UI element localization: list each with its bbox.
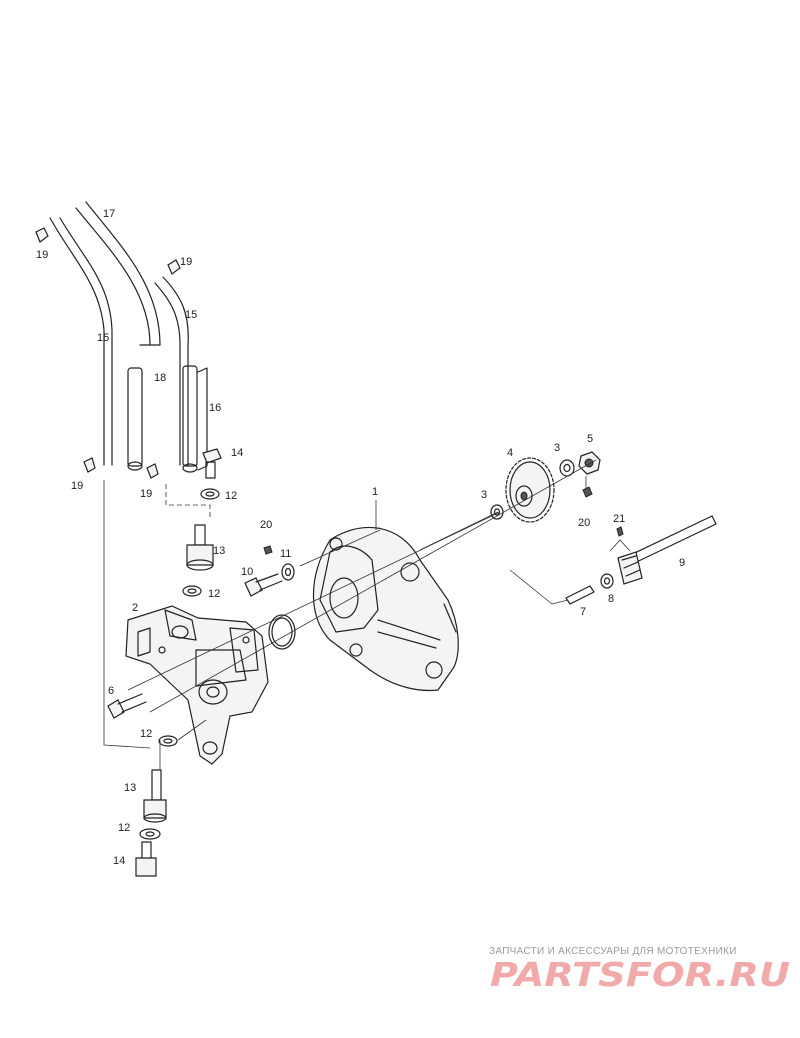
- label-12-d: 12: [118, 822, 130, 834]
- label-15-b: 15: [185, 309, 197, 321]
- shaft-9: [617, 515, 717, 585]
- label-6: 6: [108, 685, 114, 697]
- label-7: 7: [580, 606, 586, 618]
- washer-8: [600, 573, 614, 589]
- banjo-13-bottom: [143, 769, 167, 823]
- hose-18: [127, 367, 143, 471]
- label-20-b: 20: [578, 517, 590, 529]
- washer-11: [281, 563, 295, 581]
- callout-labels: 1 2 3 3 4 5 6 7 8 9 10 11 12 12 12 12 13…: [36, 208, 685, 867]
- banjo-13-top: [186, 524, 214, 571]
- label-13-a: 13: [213, 545, 225, 557]
- banjo-bolt-14-bottom: [135, 841, 157, 877]
- label-19-b: 19: [180, 256, 192, 268]
- gear-4: [505, 457, 555, 523]
- label-11: 11: [280, 548, 291, 560]
- watermark-logo: PARTSFOR.RU: [490, 956, 790, 992]
- label-12-c: 12: [140, 728, 152, 740]
- hose-15-left: [49, 217, 113, 466]
- washer-12-top: [200, 488, 220, 500]
- label-19-c: 19: [71, 480, 83, 492]
- banjo-bolt-14-top: [202, 448, 222, 479]
- label-8: 8: [608, 593, 614, 605]
- hose-clip-19-top-right: [167, 259, 181, 275]
- hose-15-right: [154, 276, 189, 466]
- washer-3-left: [490, 504, 504, 520]
- label-19-d: 19: [140, 488, 152, 500]
- hose-clip-19-bottom-mid: [146, 463, 159, 479]
- label-9: 9: [679, 557, 685, 569]
- hose-16: [182, 365, 208, 473]
- label-2: 2: [132, 602, 138, 614]
- label-14-a: 14: [231, 447, 243, 459]
- washer-12-mid: [182, 585, 202, 597]
- bolt-10: [244, 573, 283, 597]
- label-16: 16: [209, 402, 221, 414]
- label-12-a: 12: [225, 490, 237, 502]
- label-21: 21: [613, 513, 625, 525]
- nut-20-right: [582, 486, 593, 498]
- washer-12-bottom: [139, 828, 161, 840]
- label-5: 5: [587, 433, 593, 445]
- watermark-logo-text: PARTSFOR.RU: [490, 956, 790, 992]
- nut-5: [578, 451, 601, 475]
- pin-7: [565, 585, 595, 605]
- label-3-right: 3: [554, 442, 560, 454]
- hose-clip-19-top-left: [35, 227, 49, 243]
- label-3-left: 3: [481, 489, 487, 501]
- label-13-b: 13: [124, 782, 136, 794]
- cover-1: [312, 526, 459, 692]
- label-19-a: 19: [36, 249, 48, 261]
- assembly-lines: [103, 459, 631, 770]
- label-15-a: 15: [97, 332, 109, 344]
- label-4: 4: [507, 447, 513, 459]
- label-18: 18: [154, 372, 166, 384]
- label-1: 1: [372, 486, 378, 498]
- bolt-6: [107, 693, 147, 719]
- pin-21: [616, 526, 624, 537]
- label-14-b: 14: [113, 855, 125, 867]
- label-17: 17: [103, 208, 115, 220]
- label-12-b: 12: [208, 588, 220, 600]
- washer-12-lower: [158, 735, 178, 747]
- watermark-subtitle: ЗАПЧАСТИ И АКСЕССУАРЫ ДЛЯ МОТОТЕХНИКИ: [489, 946, 737, 957]
- hose-17: [75, 201, 161, 346]
- nut-20-left: [263, 545, 273, 555]
- hose-clip-19-bottom-left: [83, 457, 96, 473]
- label-20-a: 20: [260, 519, 272, 531]
- label-10: 10: [241, 566, 253, 578]
